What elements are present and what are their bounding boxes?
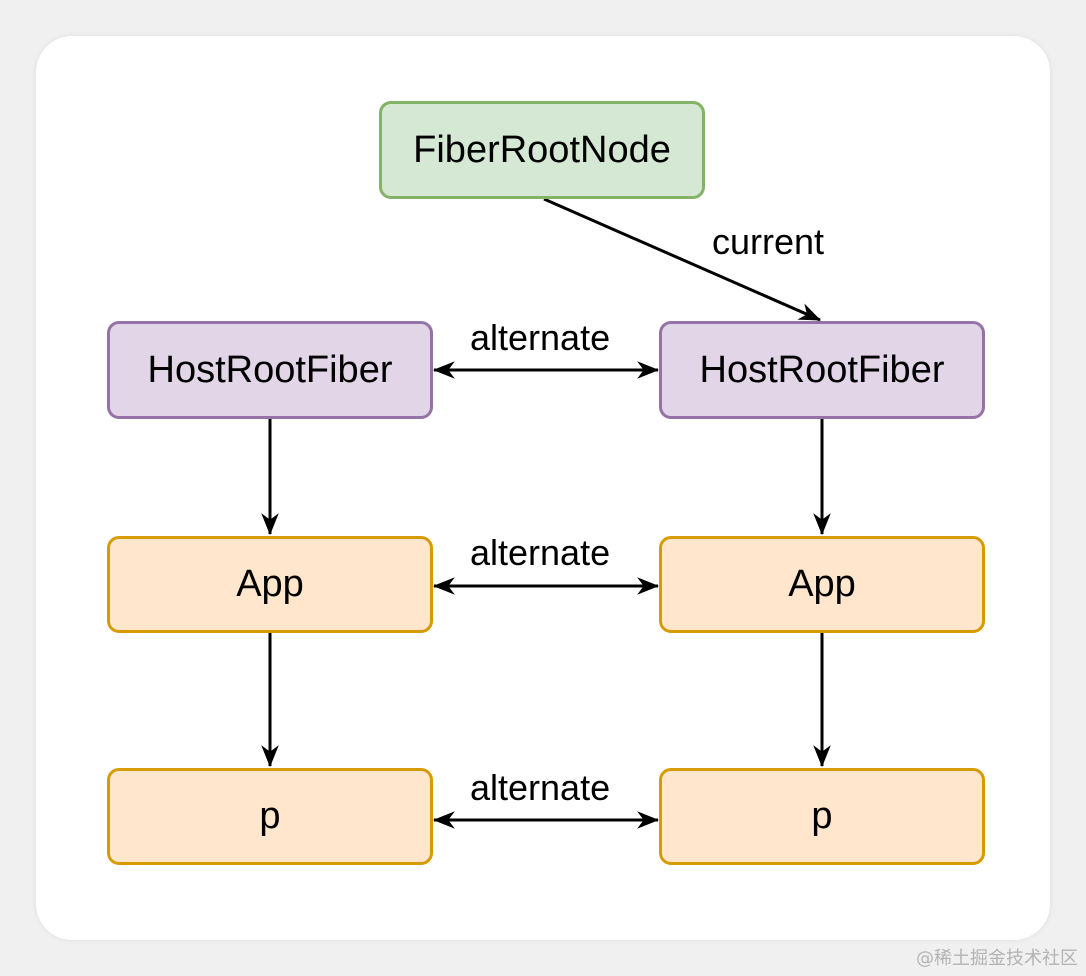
p-node-right-label: p bbox=[811, 795, 833, 837]
fiber-root-node-label: FiberRootNode bbox=[413, 128, 671, 171]
p-node-left: p bbox=[107, 768, 433, 865]
alternate-app-label: alternate bbox=[470, 532, 611, 573]
host-root-fiber-right-label: HostRootFiber bbox=[699, 348, 945, 391]
fiber-root-node: FiberRootNode bbox=[379, 101, 705, 199]
host-root-fiber-left: HostRootFiber bbox=[107, 321, 433, 419]
p-node-left-label: p bbox=[259, 795, 281, 837]
alternate-p-label: alternate bbox=[470, 767, 611, 808]
app-node-left-label: App bbox=[236, 563, 304, 605]
host-root-fiber-right: HostRootFiber bbox=[659, 321, 985, 419]
app-node-right-label: App bbox=[788, 563, 856, 605]
p-node-right: p bbox=[659, 768, 985, 865]
host-root-fiber-left-label: HostRootFiber bbox=[147, 348, 393, 391]
app-node-right: App bbox=[659, 536, 985, 633]
current-edge-label: current bbox=[712, 221, 825, 262]
app-node-left: App bbox=[107, 536, 433, 633]
alternate-host-label: alternate bbox=[470, 317, 611, 358]
current-edge bbox=[543, 197, 822, 322]
watermark-text: @稀土掘金技术社区 bbox=[916, 948, 1078, 969]
